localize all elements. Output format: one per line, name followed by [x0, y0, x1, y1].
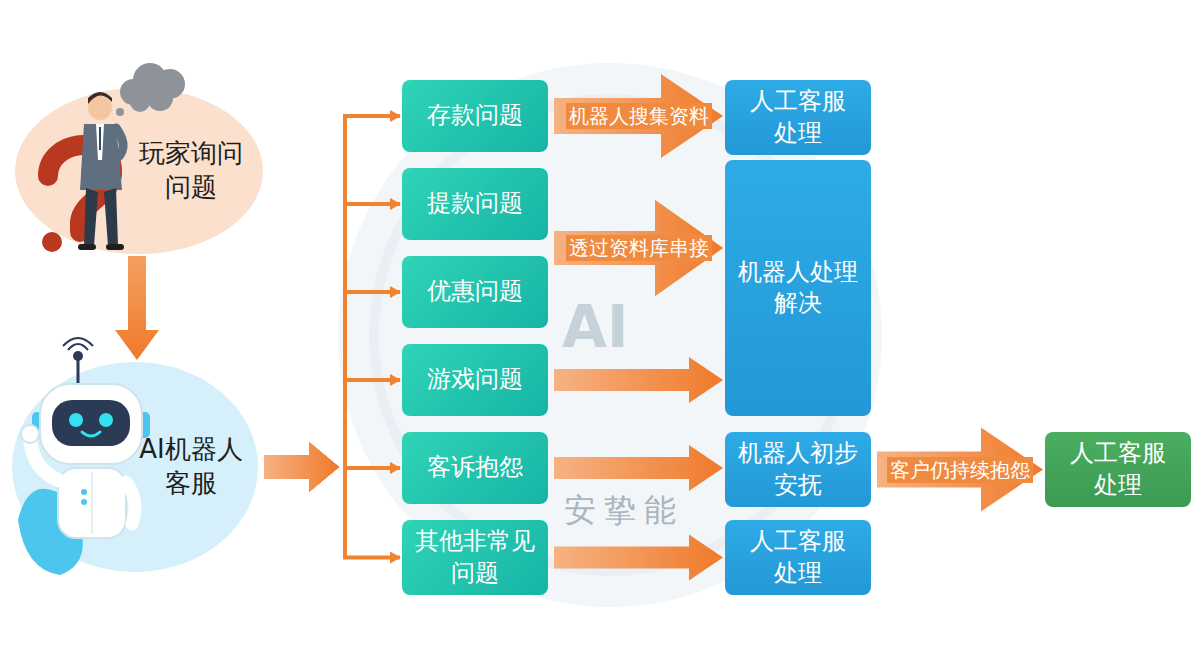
flow-arrow: [554, 357, 723, 403]
edge-label: 客户仍持续抱怨: [887, 457, 1033, 483]
watermark: AI: [562, 298, 628, 356]
person-figure: [112, 128, 123, 162]
category-box: 其他非常见 问题: [402, 520, 548, 595]
flow-arrow: [345, 116, 400, 467]
node-text: 优惠问题: [427, 276, 523, 307]
flow-arrow: [264, 442, 339, 492]
flow-arrow: [115, 256, 159, 360]
node-text: 游戏问题: [427, 364, 523, 395]
flow-arrow: [115, 256, 159, 360]
category-box: 优惠问题: [402, 256, 548, 328]
flow-arrow: [390, 198, 401, 210]
category-box: 存款问题: [402, 80, 548, 152]
flow-arrow: [264, 286, 401, 492]
robot-figure: [52, 400, 130, 446]
flow-arrow: [554, 445, 723, 491]
thought-cloud: [147, 85, 173, 111]
robot-figure: [77, 360, 80, 384]
handler-box: 机器人初步 安抚: [725, 432, 871, 507]
node-text: AI机器人 客服: [130, 433, 252, 501]
flow-arrow: [554, 74, 723, 158]
handler-box: 人工客服 处理: [725, 520, 871, 595]
ellipse-outline: [15, 88, 263, 254]
node-text: 机器人初步 安抚: [731, 438, 865, 500]
category-box: 客诉抱怨: [402, 432, 548, 504]
robot-figure: [69, 413, 83, 427]
flow-arrow: [264, 110, 401, 492]
thought-cloud: [130, 92, 150, 112]
node-text: 人工客服 处理: [731, 86, 865, 148]
flow-arrow: [554, 357, 723, 403]
flow-arrow: [390, 286, 401, 298]
node-text: 其他非常见 问题: [408, 526, 542, 588]
flow-arrow: [264, 442, 339, 492]
flow-arrow: [345, 292, 400, 467]
flow-arrow: [345, 467, 400, 558]
edge-label: 机器人搜集资料: [566, 103, 712, 129]
flow-arrow: [264, 442, 401, 492]
flow-arrow: [390, 462, 401, 474]
flow-arrow: [264, 442, 339, 492]
node-text: 人工客服 处理: [731, 526, 865, 588]
flow-arrow: [554, 445, 723, 491]
flow-arrow: [390, 552, 401, 564]
flow-arrow: [554, 535, 723, 581]
flow-arrow: [554, 200, 723, 296]
node-text: 客诉抱怨: [427, 452, 523, 483]
robot-figure: [73, 351, 83, 361]
robot-figure: [91, 472, 93, 534]
robot-figure: [81, 499, 87, 505]
flow-arrow: [264, 374, 401, 492]
ellipse-outline: [12, 362, 258, 572]
flow-arrow: [264, 442, 339, 492]
robot-figure: [68, 344, 88, 350]
watermark: 安挚能: [564, 494, 684, 526]
person-figure: [106, 244, 124, 250]
node-text: 人工客服 处理: [1051, 438, 1185, 500]
flow-arrow: [554, 535, 723, 581]
edge-label: 透过资料库串接: [566, 235, 712, 261]
person-figure: [78, 244, 96, 250]
category-box: 游戏问题: [402, 344, 548, 416]
flow-arrow: [554, 200, 723, 296]
robot-figure: [21, 425, 39, 443]
question-mark: [42, 232, 62, 252]
flow-arrow: [877, 428, 1043, 512]
flow-arrow: [345, 204, 400, 467]
handler-box: 人工客服 处理: [725, 80, 871, 155]
thought-cloud: [116, 108, 124, 116]
flow-arrow: [390, 374, 401, 386]
node-text: 存款问题: [427, 100, 523, 131]
flow-arrow: [264, 198, 401, 492]
flow-arrow: [554, 74, 723, 158]
flow-arrow: [877, 428, 1043, 512]
node-text: 玩家询问 问题: [129, 137, 254, 205]
person-figure: [96, 124, 104, 160]
robot-figure: [40, 384, 142, 464]
escalation-box: 人工客服 处理: [1045, 432, 1191, 507]
robot-figure: [63, 338, 93, 346]
robot-figure: [58, 468, 126, 538]
robot-figure: [81, 489, 87, 495]
watermark-disc: [338, 63, 882, 607]
flow-arrow: [264, 442, 339, 492]
person-figure: [99, 127, 101, 150]
node-text: 提款问题: [427, 188, 523, 219]
flow-arrow: [390, 110, 401, 122]
flow-arrow: [264, 442, 401, 564]
robot-figure: [82, 432, 100, 436]
flow-arrow: [554, 200, 723, 296]
robot-figure: [99, 413, 113, 427]
flow-arrow: [554, 200, 723, 296]
handler-box: 机器人处理 解决: [725, 160, 871, 416]
node-text: 机器人处理 解决: [731, 257, 865, 319]
flow-arrow: [264, 442, 339, 492]
category-box: 提款问题: [402, 168, 548, 240]
flow-arrow: [345, 380, 400, 467]
